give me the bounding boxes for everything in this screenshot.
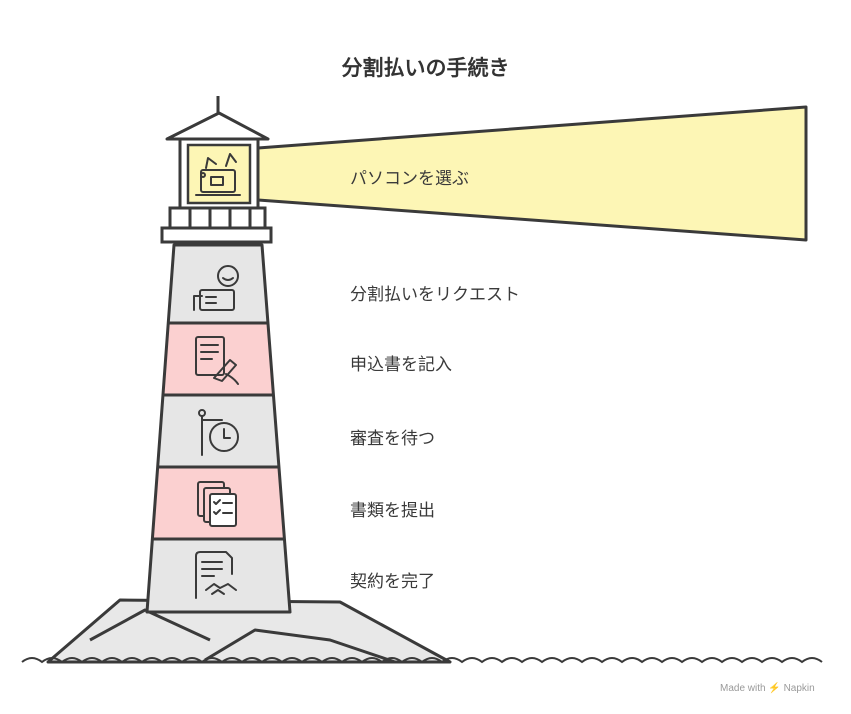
step-label-complete-contract: 契約を完了 bbox=[350, 572, 435, 592]
lighthouse-roof bbox=[165, 111, 270, 141]
sea-waves bbox=[21, 657, 823, 664]
contract-handshake-icon bbox=[195, 551, 237, 599]
form-writing-icon bbox=[195, 336, 239, 385]
lighthouse-gallery bbox=[160, 206, 273, 244]
timer-wait-icon bbox=[198, 409, 239, 456]
step-label-submit-documents: 書類を提出 bbox=[350, 501, 435, 521]
person-request-icon bbox=[193, 265, 239, 311]
documents-checklist-icon bbox=[197, 481, 237, 527]
step-label-request-installment: 分割払いをリクエスト bbox=[350, 285, 520, 305]
light-beam bbox=[256, 105, 808, 242]
laptop-shopping-icon bbox=[195, 153, 241, 196]
tower-body bbox=[145, 243, 292, 614]
tower-band-lines bbox=[152, 321, 284, 541]
napkin-credit: Made with ⚡ Napkin bbox=[720, 683, 815, 694]
rocks bbox=[46, 598, 452, 664]
step-label-fill-application: 申込書を記入 bbox=[350, 355, 452, 375]
page-title: 分割払いの手続き bbox=[341, 56, 510, 80]
step-label-select-pc: パソコンを選ぶ bbox=[350, 169, 469, 189]
lantern-glass bbox=[186, 143, 252, 205]
step-label-wait-review: 審査を待つ bbox=[350, 429, 435, 449]
